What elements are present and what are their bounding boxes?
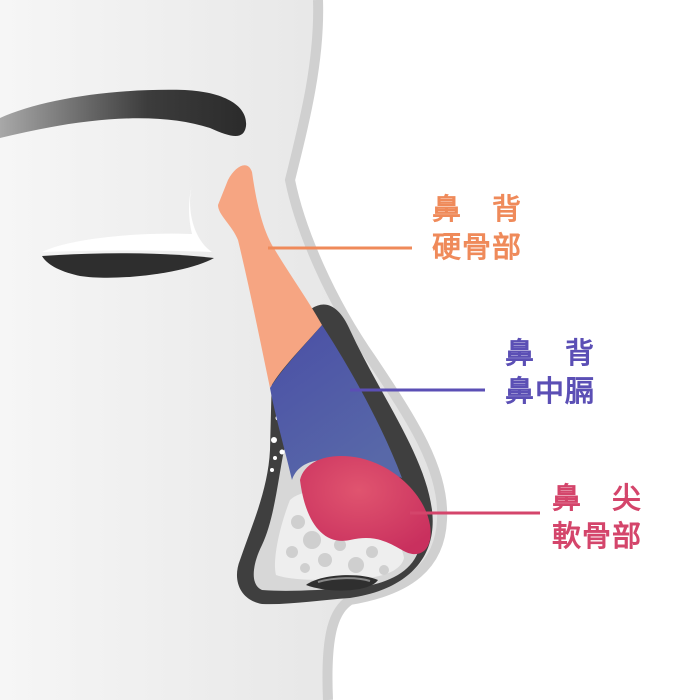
eye-lash [42,253,214,278]
eyebrow [0,89,247,138]
label-septum-line2: 鼻中膈 [505,374,596,408]
profile-edge [284,0,448,700]
label-septum-line1: 鼻 背 [505,336,596,370]
label-nasal-bone-line2: 硬骨部 [432,230,523,264]
label-nasal-bone: 鼻 背 硬骨部 [432,190,522,266]
eye-lid [42,185,212,252]
nostril-highlight [317,577,371,583]
septum-region [270,325,402,480]
label-nose-tip-line2: 軟骨部 [552,519,643,553]
label-nasal-bone-line1: 鼻 背 [432,192,523,226]
label-nose-tip: 鼻 尖 軟骨部 [552,479,642,555]
label-nose-tip-line1: 鼻 尖 [552,481,643,515]
label-septum: 鼻 背 鼻中膈 [505,334,595,410]
nasal-bone-region [218,165,322,388]
tip-cartilage-region [300,456,431,555]
